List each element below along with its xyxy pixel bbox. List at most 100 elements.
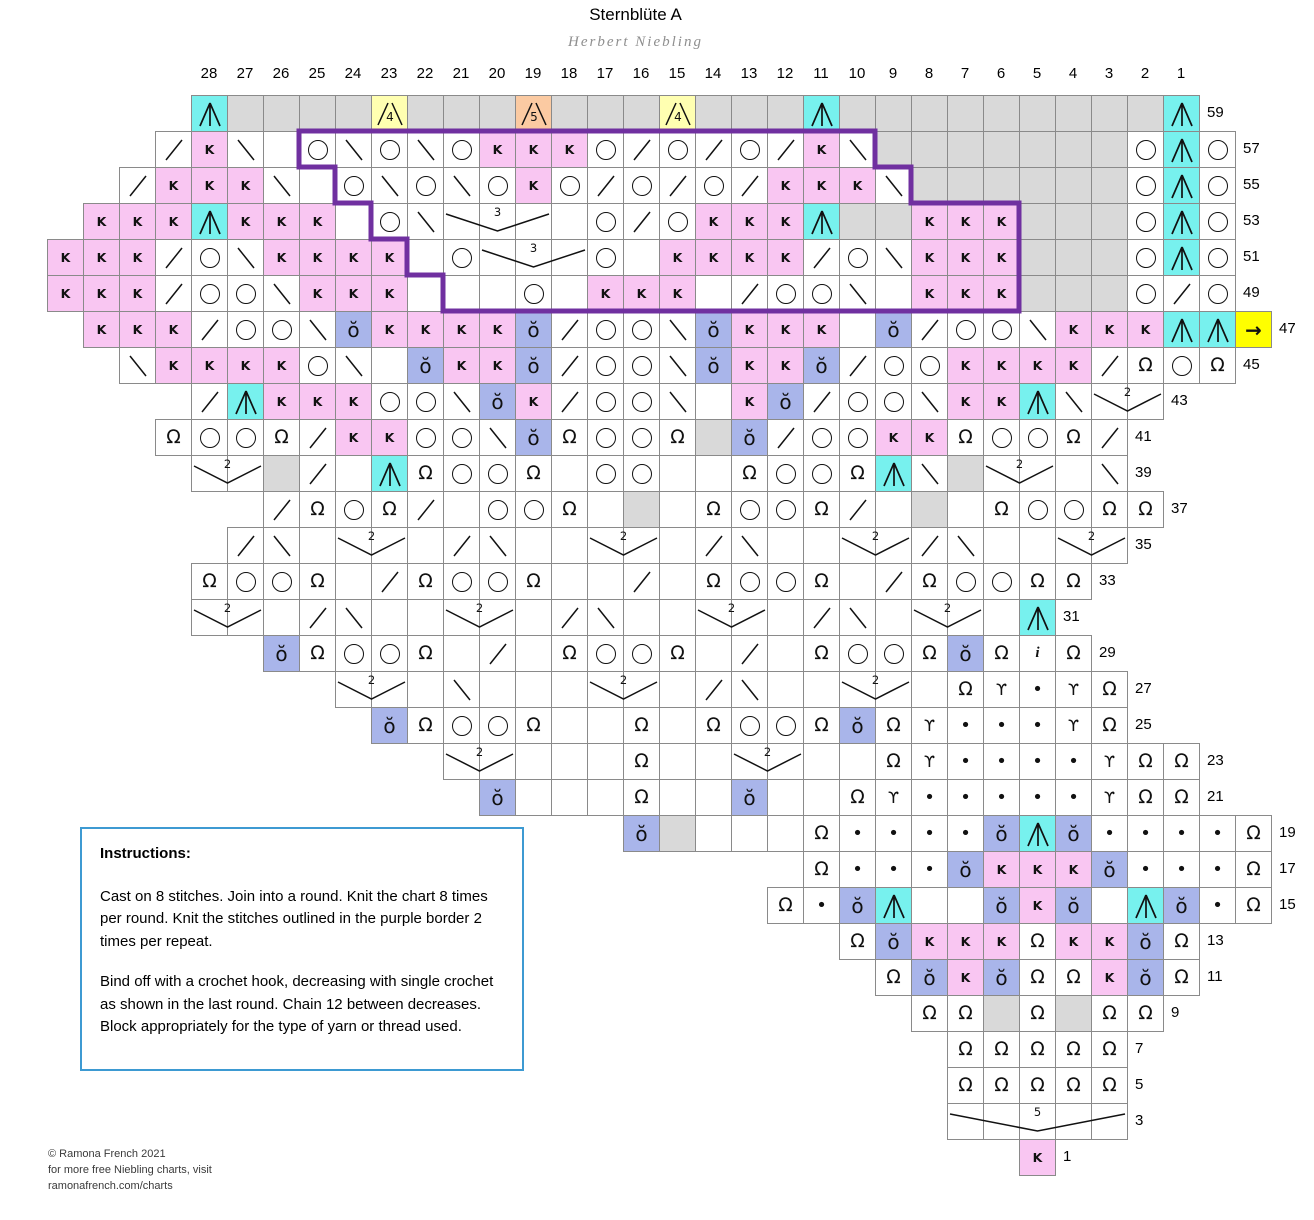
cell-knit-k: K xyxy=(767,347,804,384)
cell-empty xyxy=(911,131,948,168)
row-number: 5 xyxy=(1135,1076,1144,1093)
cell-yarnover-circle xyxy=(587,419,624,456)
cell-yarnover-circle xyxy=(587,131,624,168)
cell-knit-k: K xyxy=(1091,311,1128,348)
cell-decrease-right-slash xyxy=(911,311,948,348)
cell-omega-twisted-stitch: Ω xyxy=(983,1031,1020,1068)
cell-knit-k: K xyxy=(695,239,732,276)
cell-empty xyxy=(1091,131,1128,168)
cell-yarnover-circle xyxy=(587,311,624,348)
cell-empty xyxy=(659,599,696,636)
cell-purl-dot: • xyxy=(875,815,912,852)
cell-omega-twisted-stitch: Ω xyxy=(911,995,948,1032)
row-number: 11 xyxy=(1207,968,1223,985)
cell-decrease-left-slash xyxy=(731,527,768,564)
column-number: 5 xyxy=(1032,65,1042,82)
cell-decrease-left-slash xyxy=(659,347,696,384)
cell-empty xyxy=(659,455,696,492)
cell-knit-k: K xyxy=(1091,923,1128,960)
cell-yarnover-circle xyxy=(767,455,804,492)
cell-yarnover-circle xyxy=(623,455,660,492)
cell-empty xyxy=(695,383,732,420)
cell-gather-span xyxy=(479,743,516,780)
cell-knit-k: K xyxy=(1055,923,1092,960)
cell-empty xyxy=(695,635,732,672)
cell-knit-k: K xyxy=(659,239,696,276)
cell-purl-dot: • xyxy=(803,887,840,924)
cell-knit-k: K xyxy=(947,203,984,240)
cell-empty xyxy=(515,671,552,708)
cell-empty xyxy=(551,671,588,708)
column-number: 10 xyxy=(848,65,866,82)
cell-empty xyxy=(875,95,912,132)
cell-bobble-o: ŏ xyxy=(947,635,984,672)
cell-omega-twisted-stitch: Ω xyxy=(551,419,588,456)
cell-yarnover-circle xyxy=(1127,239,1164,276)
cell-decrease-left-slash xyxy=(263,527,300,564)
cell-omega-twisted-stitch: Ω xyxy=(1199,347,1236,384)
cell-yarnover-circle xyxy=(335,635,372,672)
cell-decrease-left-slash xyxy=(407,131,444,168)
cell-decrease-left-slash xyxy=(659,383,696,420)
cell-central-double-decrease xyxy=(803,203,840,240)
row-number: 41 xyxy=(1135,428,1152,445)
cell-decrease-right-slash xyxy=(407,491,444,528)
cell-yarnover-circle xyxy=(623,311,660,348)
cell-yarnover-circle xyxy=(1127,131,1164,168)
cell-knit-k: K xyxy=(1019,851,1056,888)
cell-decrease-right-slash xyxy=(695,527,732,564)
cell-gather-3 xyxy=(443,203,480,240)
cell-empty xyxy=(443,275,480,312)
cell-decrease-right-slash xyxy=(623,563,660,600)
cell-gather-2 xyxy=(335,671,372,708)
cell-knit-k: K xyxy=(1019,1139,1056,1176)
cell-empty xyxy=(623,239,660,276)
cell-knit-k: K xyxy=(479,347,516,384)
cell-gather-span xyxy=(1019,1103,1056,1140)
row-number: 49 xyxy=(1243,284,1260,301)
cell-gather-span xyxy=(227,599,264,636)
cell-bobble-o: ŏ xyxy=(371,707,408,744)
row-number: 19 xyxy=(1279,824,1296,841)
row-number: 25 xyxy=(1135,716,1152,733)
row-number: 33 xyxy=(1099,572,1116,589)
column-number: 7 xyxy=(960,65,970,82)
cell-yarnover-circle xyxy=(659,131,696,168)
cell-gather-2 xyxy=(839,527,876,564)
cell-empty xyxy=(983,527,1020,564)
cell-gather-span xyxy=(1091,1103,1128,1140)
cell-empty xyxy=(947,887,984,924)
cell-purl-dot: • xyxy=(1127,815,1164,852)
cell-empty xyxy=(659,563,696,600)
cell-knit-k: K xyxy=(335,383,372,420)
svg-text:4: 4 xyxy=(386,110,394,124)
cell-omega-twisted-stitch: Ω xyxy=(1235,815,1272,852)
cell-knit-k: K xyxy=(911,203,948,240)
cell-yarnover-circle xyxy=(983,419,1020,456)
cell-omega-twisted-stitch: Ω xyxy=(407,707,444,744)
cell-empty xyxy=(839,311,876,348)
cell-purl-dot: • xyxy=(983,707,1020,744)
cell-decrease-right-slash xyxy=(731,275,768,312)
cell-omega-twisted-stitch: Ω xyxy=(1019,1031,1056,1068)
column-number: 6 xyxy=(996,65,1006,82)
cell-knit-k: K xyxy=(155,167,192,204)
cell-gather-2 xyxy=(983,455,1020,492)
cell-knit-k: K xyxy=(479,311,516,348)
cell-empty xyxy=(947,167,984,204)
column-number: 11 xyxy=(813,65,829,82)
cell-yarnover-circle xyxy=(479,707,516,744)
cell-empty xyxy=(443,491,480,528)
cell-bobble-o: ŏ xyxy=(875,311,912,348)
cell-knit-k: K xyxy=(947,347,984,384)
cell-omega-twisted-stitch: Ω xyxy=(911,635,948,672)
column-number: 16 xyxy=(632,65,650,82)
cell-empty xyxy=(263,455,300,492)
cell-empty xyxy=(1019,275,1056,312)
cell-yarnover-circle xyxy=(839,383,876,420)
cell-central-double-decrease xyxy=(227,383,264,420)
cell-knit-k: K xyxy=(1127,311,1164,348)
cell-empty xyxy=(587,743,624,780)
column-number: 17 xyxy=(596,65,614,82)
